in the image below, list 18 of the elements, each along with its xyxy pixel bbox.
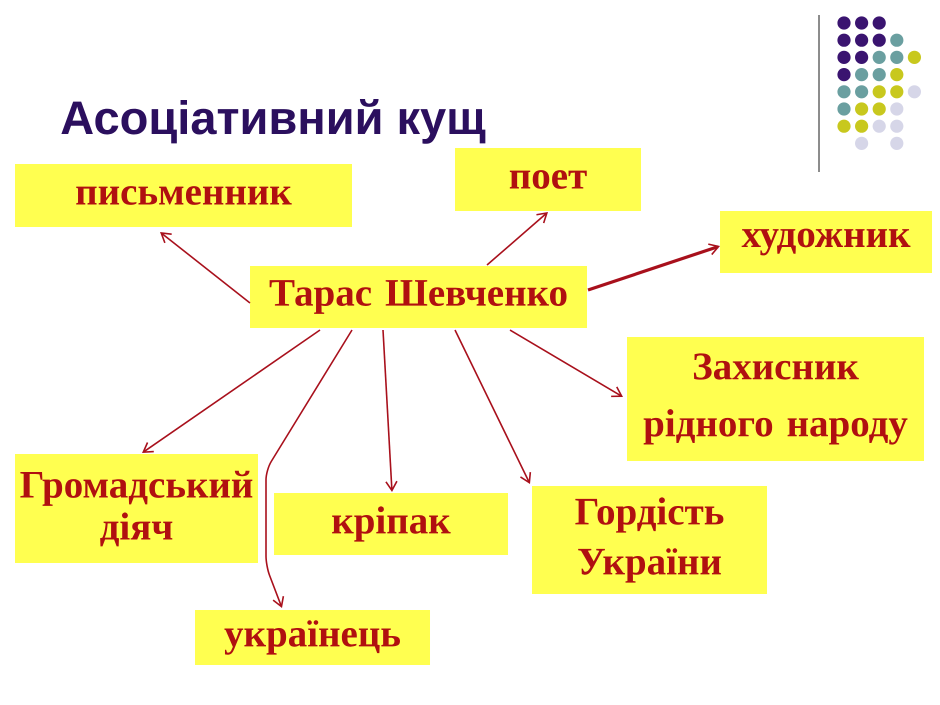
concept-box: кріпак — [274, 493, 508, 555]
concept-box: Тарас Шевченко — [250, 266, 587, 328]
concept-box: письменник — [15, 164, 352, 227]
concept-box: Громадський діяч — [15, 454, 258, 563]
arrow — [510, 329, 624, 398]
concept-box: Гордість України — [532, 486, 767, 594]
arrow — [454, 330, 532, 484]
arrow — [486, 212, 548, 266]
arrow — [265, 330, 353, 608]
concept-box: Захисник рідного народу — [627, 337, 924, 461]
arrow — [142, 329, 320, 453]
title: Асоціативний кущ — [61, 99, 486, 144]
concept-box: поет — [455, 148, 641, 211]
arrow — [382, 330, 398, 492]
concept-box: українець — [195, 610, 430, 665]
concept-box: художник — [720, 211, 932, 273]
arrow — [160, 232, 250, 304]
arrow — [588, 243, 720, 292]
